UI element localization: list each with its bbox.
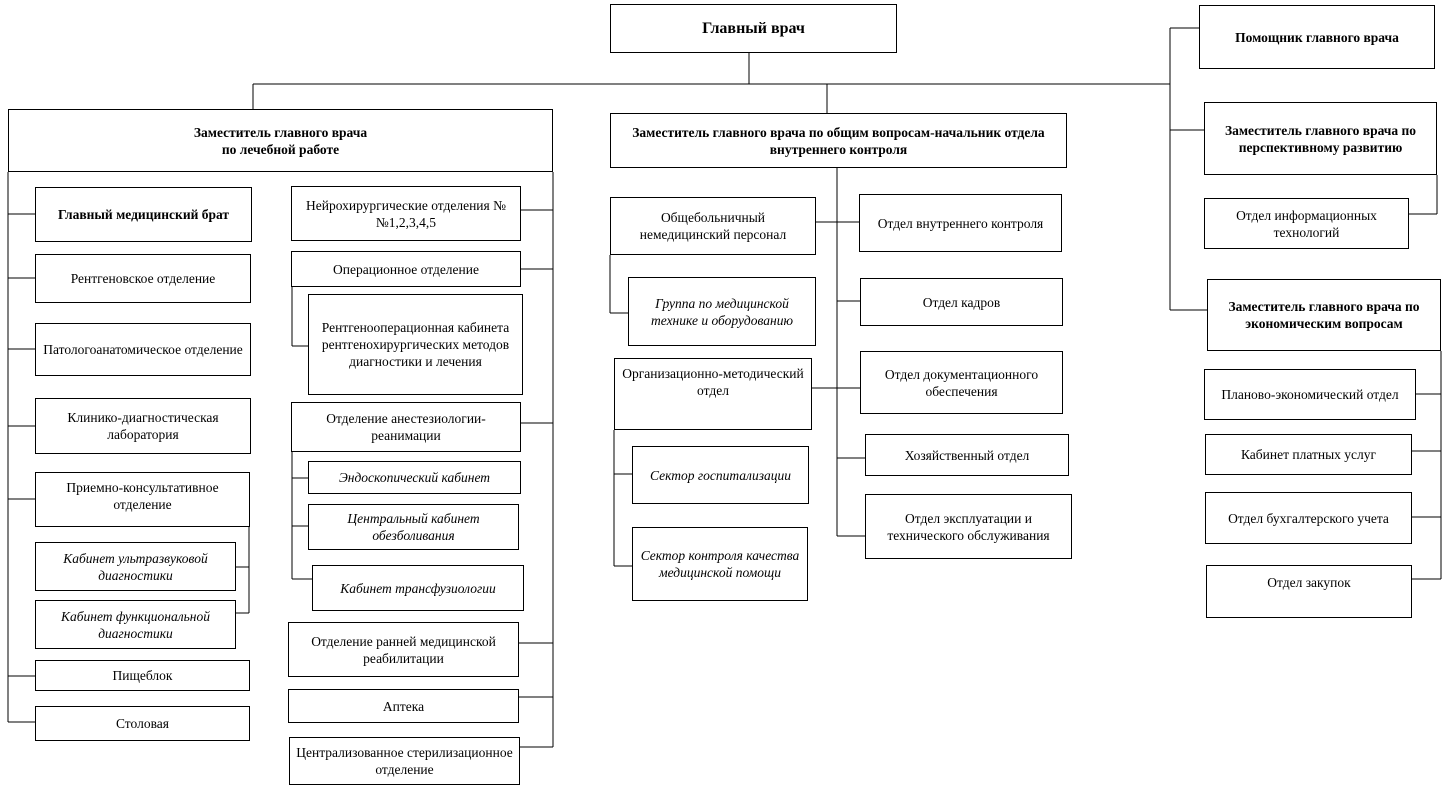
lab-box: Клинико-диагностическая лаборатория — [35, 398, 251, 454]
internal-control-label: Отдел внутреннего контроля — [877, 215, 1044, 231]
chief-physician-box: Главный врач — [610, 4, 897, 53]
household-dept-box: Хозяйственный отдел — [865, 434, 1069, 476]
general-deputy-box: Заместитель главного врача по общим вопр… — [610, 113, 1067, 168]
sterilization-label: Централизованное стерилизационное отделе… — [296, 745, 513, 777]
quality-sector-label: Сектор контроля качества медицинской пом… — [640, 548, 800, 580]
anesthesia-dept-label: Отделение анестезиологии-реанимации — [326, 411, 486, 443]
canteen-box: Столовая — [35, 706, 250, 741]
equipment-group-label: Группа по медицинской технике и оборудов… — [651, 295, 793, 328]
org-method-dept-box: Организационно-методический отдел — [614, 358, 812, 430]
anesthesia-cabinet-box: Центральный кабинет обезболивания — [308, 504, 519, 550]
food-unit-box: Пищеблок — [35, 660, 250, 691]
medical-deputy-label: Заместитель главного врача по лечебной р… — [193, 124, 368, 157]
pharmacy-box: Аптека — [288, 689, 519, 723]
procurement-label: Отдел закупок — [1267, 575, 1351, 590]
reception-dept-label: Приемно-консультативное отделение — [66, 480, 219, 512]
general-deputy-label: Заместитель главного врача по общим вопр… — [632, 124, 1045, 157]
lab-label: Клинико-диагностическая лаборатория — [67, 410, 219, 442]
planning-econ-box: Планово-экономический отдел — [1204, 369, 1416, 420]
neurosurgery-box: Нейрохирургические отделения №№1,2,3,4,5 — [291, 186, 521, 241]
chief-physician-label: Главный врач — [702, 20, 805, 37]
functional-diag-box: Кабинет функциональной диагностики — [35, 600, 236, 649]
ultrasound-label: Кабинет ультразвуковой диагностики — [63, 550, 208, 583]
pathology-dept-box: Патологоанатомическое отделение — [35, 323, 251, 376]
accounting-label: Отдел бухгалтерского учета — [1228, 510, 1389, 526]
anesthesia-dept-box: Отделение анестезиологии-реанимации — [291, 402, 521, 452]
equipment-group-box: Группа по медицинской технике и оборудов… — [628, 277, 816, 346]
rehab-dept-box: Отделение ранней медицинской реабилитаци… — [288, 622, 519, 677]
economic-deputy-label: Заместитель главного врача по экономичес… — [1228, 299, 1420, 331]
pathology-dept-label: Патологоанатомическое отделение — [43, 342, 243, 357]
hr-dept-box: Отдел кадров — [860, 278, 1063, 326]
anesthesia-cabinet-label: Центральный кабинет обезболивания — [347, 511, 480, 543]
paid-services-box: Кабинет платных услуг — [1205, 434, 1412, 475]
paid-services-label: Кабинет платных услуг — [1240, 447, 1377, 462]
nonmedical-staff-label: Общебольничный немедицинский персонал — [639, 210, 787, 242]
perspective-deputy-box: Заместитель главного врача по перспектив… — [1204, 102, 1437, 175]
head-nurse-box: Главный медицинский брат — [35, 187, 252, 242]
documentation-dept-box: Отдел документационного обеспечения — [860, 351, 1063, 414]
org-method-dept-label: Организационно-методический отдел — [622, 366, 804, 398]
hospitalization-sector-box: Сектор госпитализации — [632, 446, 809, 504]
procurement-box: Отдел закупок — [1206, 565, 1412, 618]
canteen-label: Столовая — [115, 716, 169, 731]
economic-deputy-box: Заместитель главного врача по экономичес… — [1207, 279, 1441, 351]
it-dept-box: Отдел информационных технологий — [1204, 198, 1409, 249]
rehab-dept-label: Отделение ранней медицинской реабилитаци… — [311, 633, 496, 666]
sterilization-box: Централизованное стерилизационное отделе… — [289, 737, 520, 785]
assistant-box: Помощник главного врача — [1199, 5, 1435, 69]
functional-diag-label: Кабинет функциональной диагностики — [61, 608, 210, 641]
operating-dept-label: Операционное отделение — [333, 261, 479, 277]
operating-dept-box: Операционное отделение — [291, 251, 521, 287]
pharmacy-label: Аптека — [382, 698, 425, 714]
transfusion-label: Кабинет трансфузиологии — [340, 580, 496, 596]
food-unit-label: Пищеблок — [112, 668, 173, 683]
assistant-label: Помощник главного врача — [1235, 29, 1399, 45]
maintenance-dept-label: Отдел эксплуатации и технического обслуж… — [887, 510, 1050, 543]
ultrasound-box: Кабинет ультразвуковой диагностики — [35, 542, 236, 591]
medical-deputy-box: Заместитель главного врача по лечебной р… — [8, 109, 553, 172]
xray-operating-label: Рентгенооперационная кабинета рентгенохи… — [321, 320, 510, 369]
quality-sector-box: Сектор контроля качества медицинской пом… — [632, 527, 808, 601]
endoscopy-box: Эндоскопический кабинет — [308, 461, 521, 494]
xray-dept-label: Рентгеновское отделение — [70, 271, 216, 286]
xray-dept-box: Рентгеновское отделение — [35, 254, 251, 303]
transfusion-box: Кабинет трансфузиологии — [312, 565, 524, 611]
household-dept-label: Хозяйственный отдел — [904, 447, 1030, 463]
head-nurse-label: Главный медицинский брат — [57, 207, 230, 222]
neurosurgery-label: Нейрохирургические отделения №№1,2,3,4,5 — [306, 197, 506, 230]
endoscopy-label: Эндоскопический кабинет — [338, 470, 491, 485]
documentation-dept-label: Отдел документационного обеспечения — [884, 366, 1039, 399]
accounting-box: Отдел бухгалтерского учета — [1205, 492, 1412, 544]
reception-dept-box: Приемно-консультативное отделение — [35, 472, 250, 527]
planning-econ-label: Планово-экономический отдел — [1221, 387, 1399, 402]
xray-operating-box: Рентгенооперационная кабинета рентгенохи… — [308, 294, 523, 395]
hr-dept-label: Отдел кадров — [922, 294, 1001, 310]
hospitalization-sector-label: Сектор госпитализации — [650, 467, 791, 483]
perspective-deputy-label: Заместитель главного врача по перспектив… — [1224, 122, 1417, 155]
internal-control-box: Отдел внутреннего контроля — [859, 194, 1062, 252]
it-dept-label: Отдел информационных технологий — [1236, 207, 1377, 240]
maintenance-dept-box: Отдел эксплуатации и технического обслуж… — [865, 494, 1072, 559]
nonmedical-staff-box: Общебольничный немедицинский персонал — [610, 197, 816, 255]
